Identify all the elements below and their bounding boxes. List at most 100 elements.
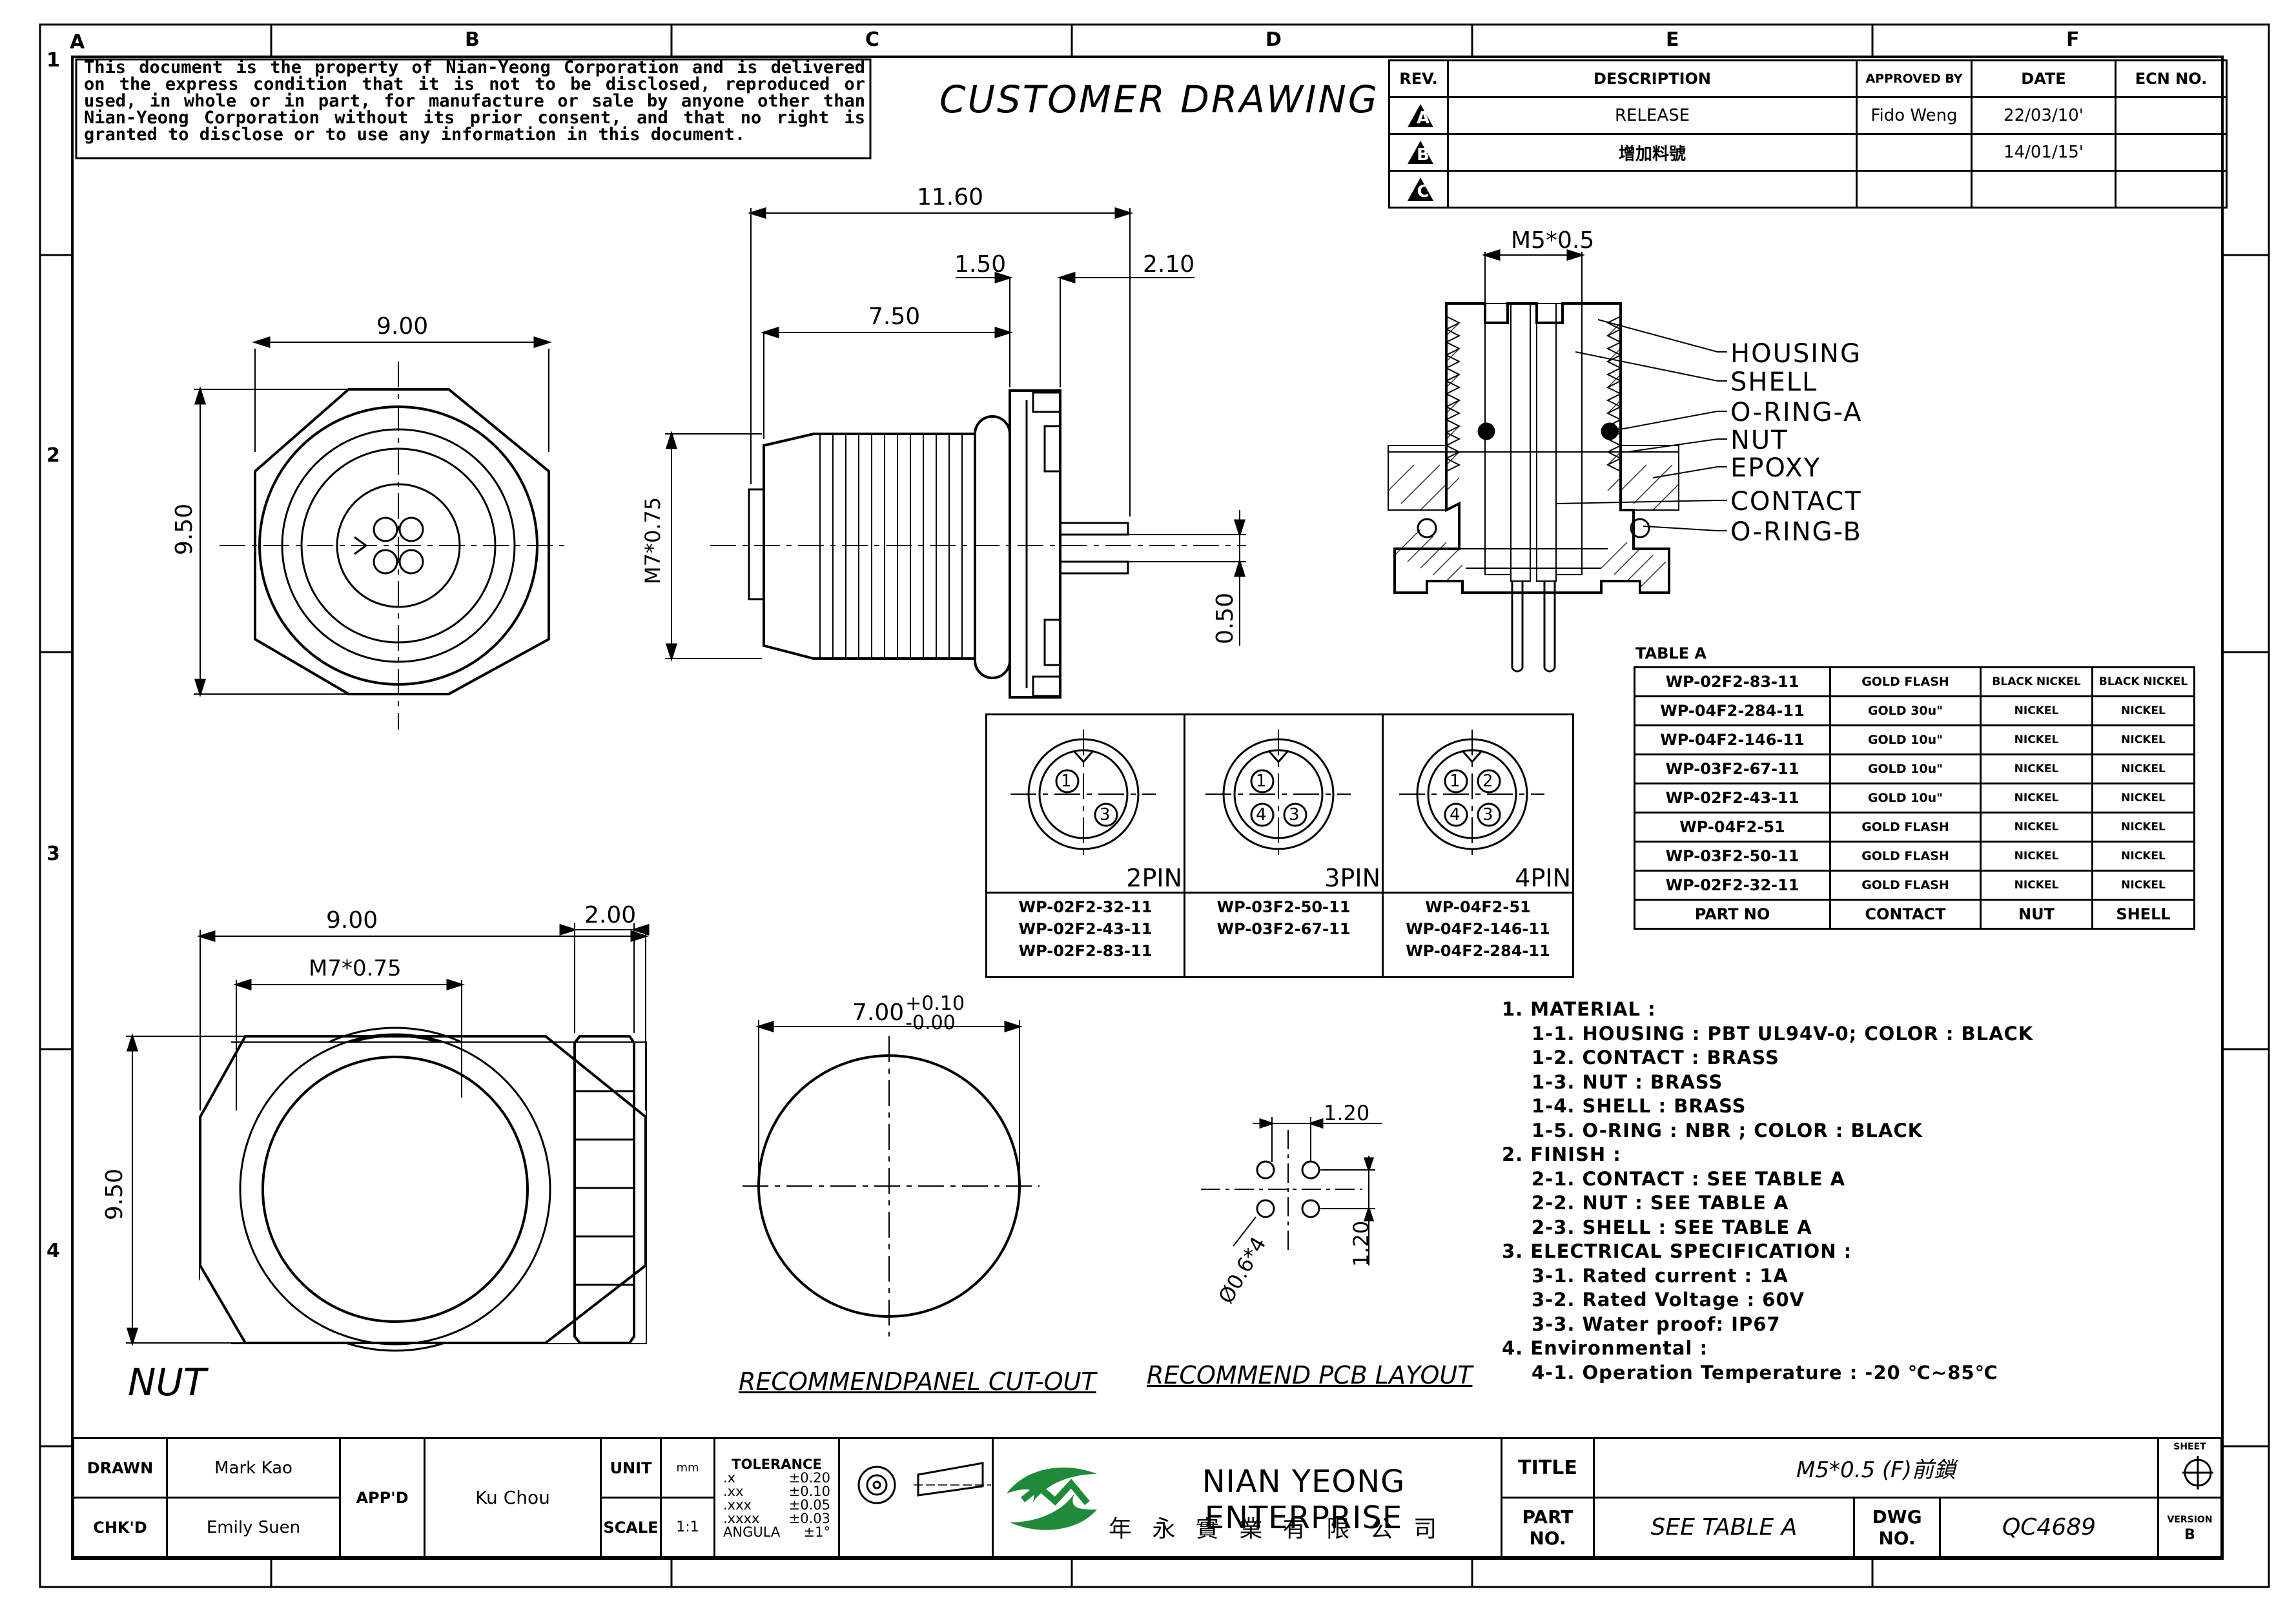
- dim-thread-length: 7.50: [868, 303, 921, 330]
- rev-c-date: [1971, 170, 2117, 209]
- table-a-cell: WP-04F2-284-11: [1634, 695, 1831, 726]
- dim-cutout: 7.00+0.10-0.00: [852, 994, 965, 1033]
- table-a-cell: NICKEL: [1980, 812, 2093, 843]
- spec-note-line: 4-1. Operation Temperature : -20 ℃~85℃: [1532, 1361, 1998, 1384]
- label-o-ring-b: O-RING-B: [1730, 517, 1862, 547]
- pin-cell-3pin: 3PIN: [1184, 713, 1384, 894]
- table-a-cell: WP-02F2-43-11: [1634, 783, 1831, 814]
- dwg-value: QC4689: [1939, 1497, 2159, 1558]
- table-a-cell: NICKEL: [1980, 695, 2093, 726]
- rev-c-approved: [1856, 170, 1973, 209]
- label-nut-view: NUT: [128, 1360, 207, 1404]
- appd-value: Ku Chou: [424, 1437, 602, 1558]
- dim-cutout-tol-minus: -0.00: [905, 1012, 956, 1034]
- table-a-cell: GOLD 10u": [1829, 783, 1982, 814]
- tolerance-block: TOLERANCE .x±0.20.xx±0.10.xxx±0.05.xxxx±…: [713, 1437, 840, 1558]
- cutout-view: [743, 1020, 1040, 1336]
- label-contact: CONTACT: [1730, 487, 1862, 517]
- grid-row-1: 1: [46, 49, 60, 72]
- company-cell: NIAN YEONG ENTERPRISE 年 永 實 業 有 限 公 司: [992, 1437, 1502, 1558]
- table-a-cell: NUT: [1980, 899, 2093, 930]
- table-a-cell: NICKEL: [1980, 724, 2093, 755]
- revision-table: REV. DESCRIPTION APPROVED BY DATE ECN NO…: [1388, 59, 2228, 209]
- label-nut: NUT: [1730, 425, 1789, 455]
- table-a-cell: GOLD 30u": [1829, 695, 1982, 726]
- rev-b-ecn: [2115, 133, 2228, 172]
- grid-col-e: E: [1666, 28, 1679, 51]
- grid-col-f: F: [2066, 28, 2080, 51]
- tolerance-row: .xxx±0.05: [715, 1498, 838, 1512]
- tolerance-row: .x ±0.20: [715, 1471, 838, 1485]
- tolerance-value: ±0.20: [788, 1469, 830, 1486]
- table-a-cell: BLACK NICKEL: [1980, 666, 2093, 697]
- part-3pin-2: WP-03F2-67-11: [1216, 920, 1351, 938]
- table-a-cell: GOLD FLASH: [1829, 812, 1982, 843]
- table-a-cell: NICKEL: [2091, 870, 2195, 901]
- rev-c-description: [1447, 170, 1858, 209]
- table-a-cell: NICKEL: [2091, 783, 2195, 814]
- rev-c: C: [1388, 170, 1449, 209]
- table-a-cell: GOLD 10u": [1829, 724, 1982, 755]
- tolerance-key: .xxxx: [723, 1510, 760, 1526]
- sheet-label: SHEET: [2157, 1437, 2222, 1499]
- pcb-view: [1201, 1117, 1382, 1265]
- unit-label: UNIT: [600, 1437, 662, 1499]
- rev-a-approved: Fido Weng: [1856, 96, 1973, 135]
- dim-nut-height: 9.50: [101, 1168, 128, 1220]
- table-a-cell: NICKEL: [2091, 841, 2195, 872]
- grid-ticks: [40, 25, 2269, 1587]
- dim-thread: M7*0.75: [641, 496, 665, 584]
- table-a-cell: NICKEL: [1980, 753, 2093, 784]
- spec-note-line: 1-3. NUT : BRASS: [1532, 1070, 1723, 1093]
- nut-side-view: [559, 923, 650, 1344]
- rev-b-letter: B: [1417, 145, 1430, 165]
- rev-c-letter: C: [1417, 181, 1430, 201]
- pin-config-table: 2PIN 3PIN 4PIN WP-02F2-32-11 WP-02F2-43-…: [985, 713, 1574, 978]
- scale-value: 1:1: [660, 1497, 715, 1558]
- table-a-title: TABLE A: [1635, 644, 1707, 662]
- spec-note-line: 4. Environmental :: [1502, 1337, 1708, 1359]
- part-label: PART NO.: [1501, 1497, 1595, 1558]
- part-4pin-3: WP-04F2-284-11: [1406, 942, 1550, 960]
- table-a-cell: WP-02F2-32-11: [1634, 870, 1831, 901]
- rev-a-ecn: [2115, 96, 2228, 135]
- table-a-cell: WP-03F2-50-11: [1634, 841, 1831, 872]
- table-a-cell: NICKEL: [2091, 753, 2195, 784]
- parts-3pin: WP-03F2-50-11 WP-03F2-67-11: [1184, 892, 1384, 978]
- part-2pin-3: WP-02F2-83-11: [1018, 942, 1153, 960]
- table-a-cell: WP-04F2-146-11: [1634, 724, 1831, 755]
- table-a-cell: NICKEL: [2091, 812, 2195, 843]
- projection-cell: [838, 1437, 993, 1558]
- spec-note-line: 1-5. O-RING : NBR ; COLOR : BLACK: [1532, 1119, 1923, 1141]
- spec-note-line: 1-2. CONTACT : BRASS: [1532, 1047, 1779, 1069]
- rev-c-ecn: [2115, 170, 2228, 209]
- title-label: TITLE: [1501, 1437, 1595, 1499]
- label-cutout-view: RECOMMENDPANEL CUT-OUT: [739, 1367, 1096, 1396]
- table-a-cell: WP-02F2-83-11: [1634, 666, 1831, 697]
- dim-nut-thread: M7*0.75: [309, 956, 402, 981]
- tolerance-key: .x: [723, 1469, 736, 1486]
- spec-notes: 1. MATERIAL :1-1. HOUSING : PBT UL94V-0;…: [1502, 998, 2033, 1385]
- rev-a-date: 22/03/10': [1971, 96, 2117, 135]
- side-view: [665, 207, 1246, 699]
- grid-row-2: 2: [46, 444, 60, 467]
- grid-row-3: 3: [46, 843, 60, 865]
- table-a-cell: WP-04F2-51: [1634, 812, 1831, 843]
- tolerance-title: TOLERANCE: [732, 1456, 822, 1472]
- grid-col-a: A: [70, 31, 85, 54]
- grid-row-4: 4: [46, 1240, 60, 1262]
- table-a-cell: CONTACT: [1829, 899, 1982, 930]
- dim-nut-thickness: 2.00: [584, 902, 637, 928]
- dim-nut-width: 9.00: [326, 907, 378, 934]
- title-value: M5*0.5 (F)前鎖: [1593, 1437, 2159, 1499]
- nut-view: [126, 930, 649, 1352]
- dwg-label: DWG NO.: [1853, 1497, 1941, 1558]
